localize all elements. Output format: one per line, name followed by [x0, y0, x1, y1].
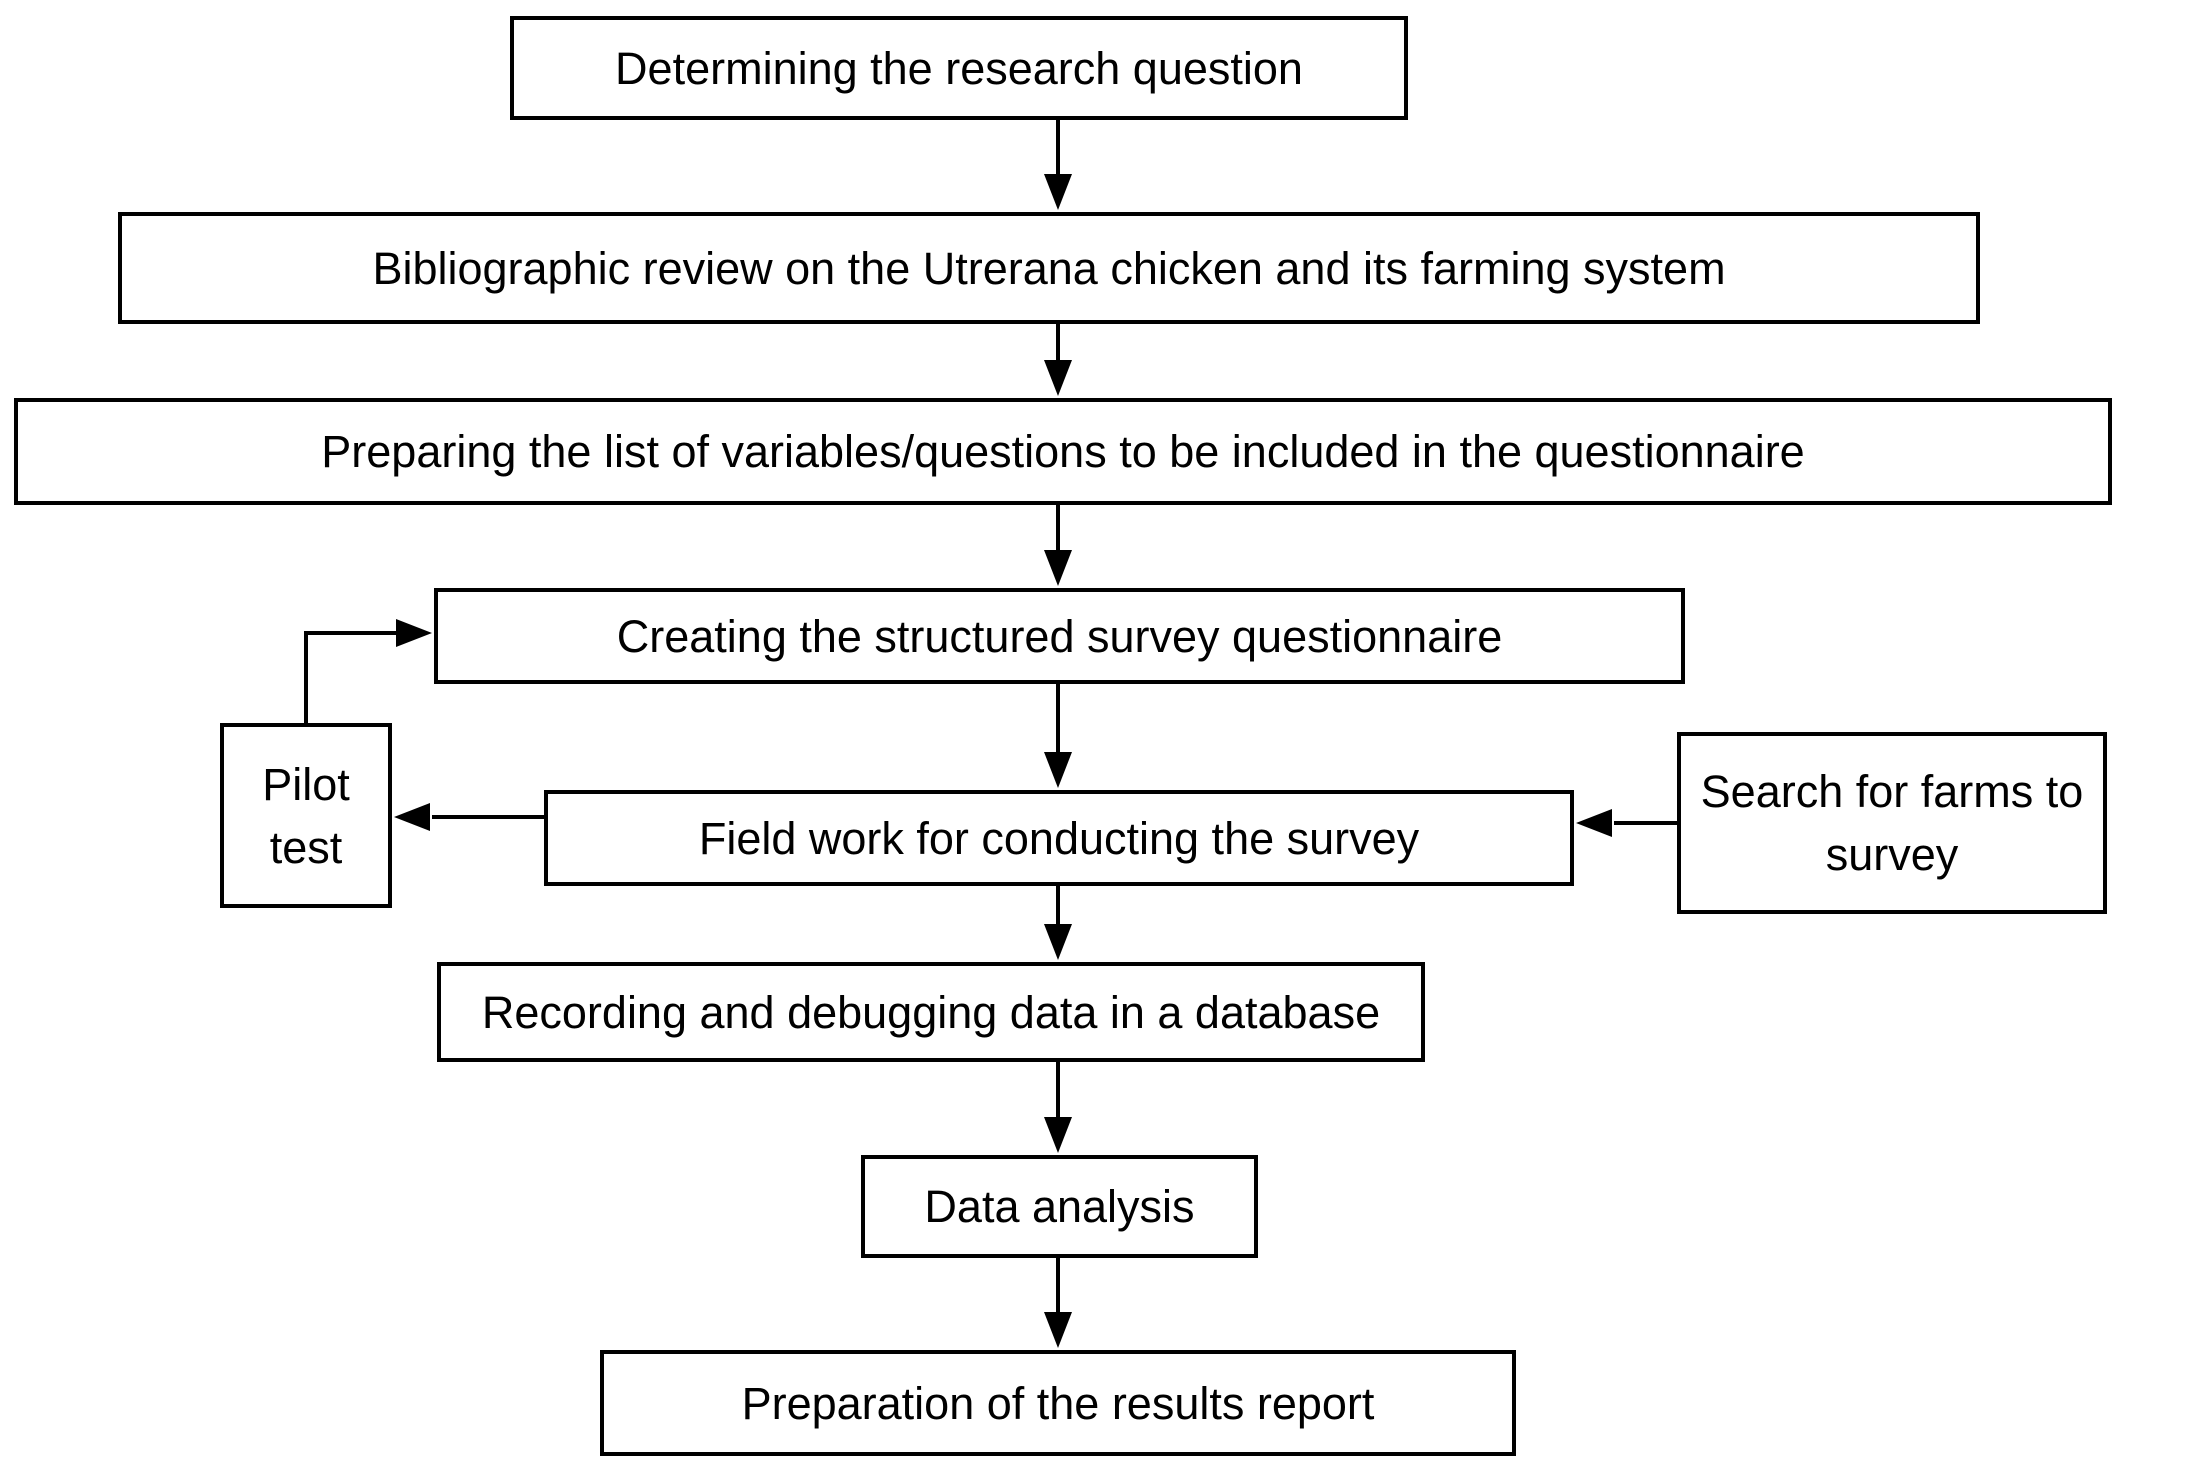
connector-create-to-fieldwork [1044, 684, 1072, 788]
connector-prepare-to-create [1044, 505, 1072, 586]
node-results-report: Preparation of the results report [600, 1350, 1516, 1456]
node-determining-research-question: Determining the research question [510, 16, 1408, 120]
connector-fieldwork-to-pilot [394, 803, 544, 831]
node-preparing-variables-list: Preparing the list of variables/question… [14, 398, 2112, 505]
node-label: Creating the structured survey questionn… [616, 610, 1503, 662]
node-label: Data analysis [924, 1181, 1195, 1232]
connector-analysis-to-report [1044, 1258, 1072, 1348]
node-search-for-farms: Search for farms to survey [1677, 732, 2107, 914]
connector-pilot-to-create [304, 619, 432, 723]
connector-recording-to-analysis [1044, 1062, 1072, 1153]
node-bibliographic-review: Bibliographic review on the Utrerana chi… [118, 212, 1980, 324]
node-label: Field work for conducting the survey [698, 812, 1420, 864]
node-field-work: Field work for conducting the survey [544, 790, 1574, 886]
connector-determine-to-biblio [1044, 120, 1072, 210]
node-label: Determining the research question [615, 42, 1303, 94]
connector-biblio-to-prepare [1044, 324, 1072, 396]
node-label: Pilot test [262, 758, 350, 873]
node-recording-debugging-data: Recording and debugging data in a databa… [437, 962, 1425, 1062]
node-label: Preparation of the results report [741, 1377, 1375, 1429]
connector-fieldwork-to-recording [1044, 886, 1072, 960]
connector-search-to-fieldwork [1576, 809, 1677, 837]
node-label: Bibliographic review on the Utrerana chi… [372, 242, 1726, 294]
node-label: Preparing the list of variables/question… [321, 426, 1805, 477]
node-pilot-test: Pilot test [220, 723, 392, 908]
node-data-analysis: Data analysis [861, 1155, 1258, 1258]
node-creating-questionnaire: Creating the structured survey questionn… [434, 588, 1685, 684]
node-label: Recording and debugging data in a databa… [481, 986, 1381, 1038]
node-label: Search for farms to survey [1700, 766, 2084, 880]
